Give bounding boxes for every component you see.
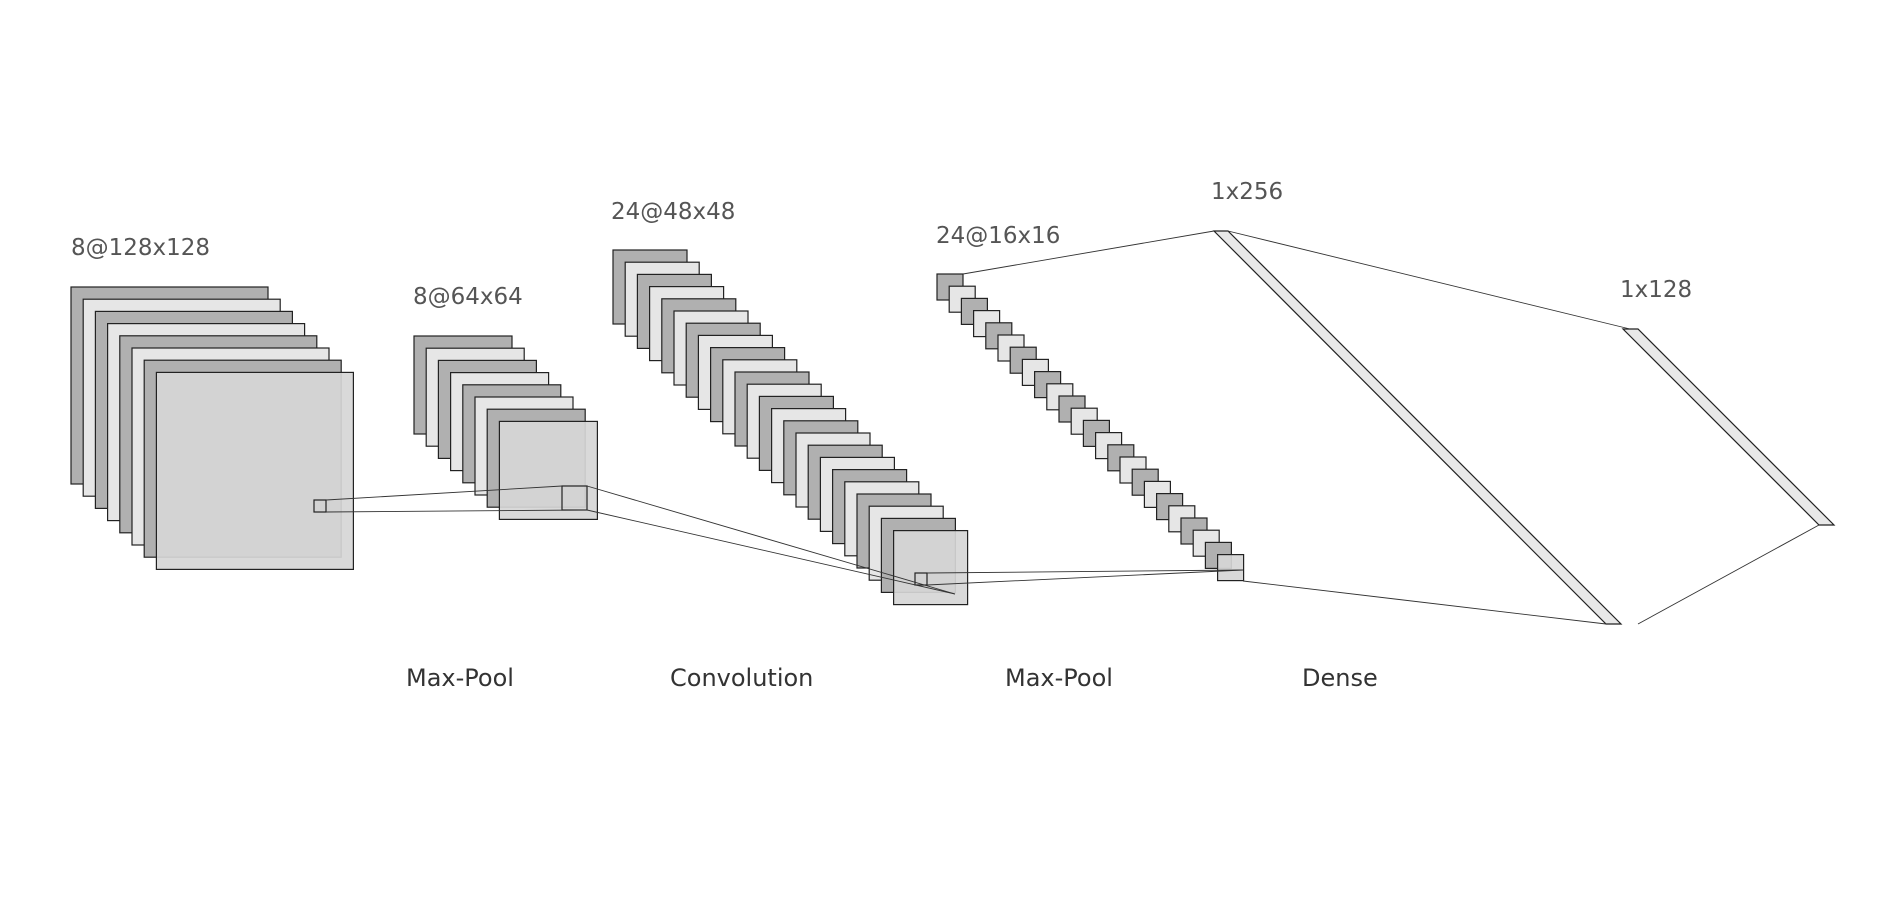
- connection-line-1: [325, 509, 588, 513]
- stack-pool1: [413, 335, 598, 520]
- connection-line-9: [1637, 524, 1820, 625]
- op-label-maxpool-2: Max-Pool: [1005, 664, 1113, 692]
- kernel-input: [313, 499, 327, 513]
- label-pool1-layer: 8@64x64: [413, 284, 523, 310]
- connection-line-3: [586, 509, 956, 595]
- label-dense2-layer: 1x128: [1620, 277, 1692, 303]
- op-label-maxpool-1: Max-Pool: [406, 664, 514, 692]
- feature-map-conv: [892, 529, 969, 606]
- connection-line-4: [926, 569, 1244, 574]
- stack-input: [70, 286, 354, 570]
- dense-layers: [1212, 230, 1836, 625]
- connection-line-2: [586, 485, 956, 595]
- connection-lines: [325, 230, 1820, 625]
- connection-line-5: [926, 569, 1244, 586]
- stack-conv: [612, 249, 969, 606]
- op-label-convolution: Convolution: [670, 664, 813, 692]
- feature-map-stacks: [70, 249, 1245, 606]
- kernel-conv: [914, 572, 928, 586]
- op-label-dense: Dense: [1302, 664, 1378, 692]
- connection-line-7: [1227, 230, 1631, 330]
- label-conv-layer: 24@48x48: [611, 199, 735, 225]
- feature-map-input: [155, 371, 354, 570]
- label-pool2-layer: 24@16x16: [936, 223, 1060, 249]
- dense-layer-1x128: [1621, 328, 1836, 526]
- connection-line-8: [1242, 580, 1607, 625]
- label-dense1-layer: 1x256: [1211, 179, 1283, 205]
- connection-line-0: [325, 485, 563, 501]
- feature-map-pool2: [1216, 553, 1245, 582]
- dense-layer-1x256: [1212, 230, 1623, 625]
- connection-line-6: [962, 230, 1215, 275]
- feature-map-pool1: [498, 420, 598, 520]
- label-input-layer: 8@128x128: [71, 235, 210, 261]
- stack-pool2: [936, 273, 1245, 582]
